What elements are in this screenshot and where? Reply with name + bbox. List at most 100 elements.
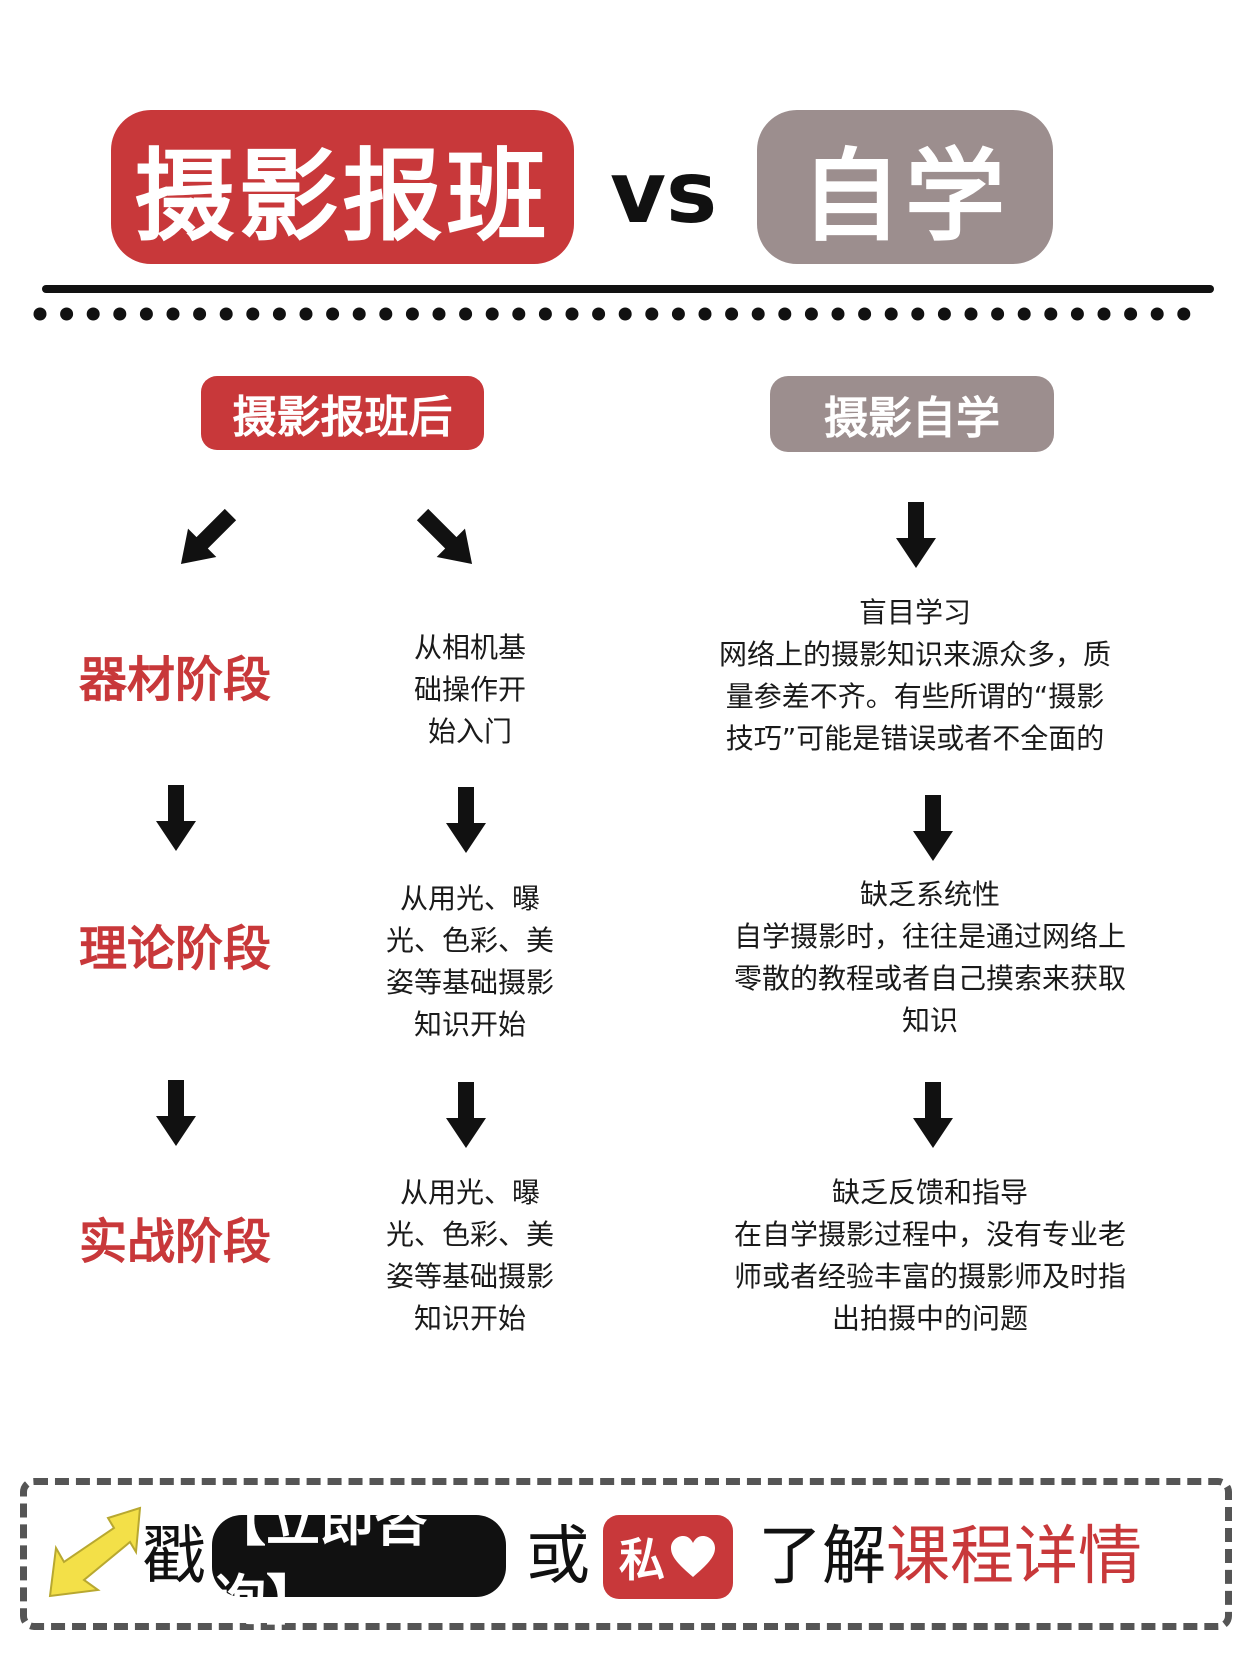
lack-of-system-line: 零散的教程或者自己摸索来获取: [733, 962, 1126, 995]
divider-dot: [512, 307, 526, 321]
divider-dot: [272, 307, 286, 321]
lack-of-system-line: 缺乏系统性: [859, 878, 1000, 911]
header-divider: [42, 285, 1214, 293]
consult-now-button[interactable]: 【立即咨询】: [212, 1490, 506, 1632]
heart-icon: [671, 1536, 715, 1577]
footer-prefix: 戳: [142, 1520, 206, 1594]
lack-of-system-line: 知识: [901, 1004, 958, 1037]
divider-dot: [1150, 307, 1164, 321]
practice-description-line: 知识开始: [413, 1302, 526, 1335]
divider-dot: [352, 307, 366, 321]
divider-dot: [538, 307, 552, 321]
divider-dot: [671, 307, 685, 321]
label-self-study: 摄影自学: [770, 376, 1054, 452]
title-self-study: 自学: [757, 110, 1053, 264]
divider-dot: [379, 307, 393, 321]
blind-learning-line: 技巧”可能是错误或者不全面的: [725, 722, 1105, 755]
blind-learning-block: 盲目学习 网络上的摄影知识来源众多，质 量参差不齐。有些所谓的“摄影 技巧”可能…: [680, 592, 1150, 760]
divider-dot: [485, 307, 499, 321]
arrow-down-icon: [913, 1082, 953, 1148]
lack-of-feedback-line: 在自学摄影过程中，没有专业老: [733, 1218, 1126, 1251]
arrow-down-icon: [896, 502, 936, 568]
divider-dot: [60, 307, 74, 321]
lack-of-system-line: 自学摄影时，往往是通过网络上: [733, 920, 1126, 953]
divider-dot: [858, 307, 872, 321]
divider-dot: [1044, 307, 1058, 321]
divider-dot: [1097, 307, 1111, 321]
divider-dot: [592, 307, 606, 321]
divider-dot: [618, 307, 632, 321]
theory-description-line: 姿等基础摄影: [385, 966, 554, 999]
divider-dot: [1017, 307, 1031, 321]
divider-dot: [86, 307, 100, 321]
stage-equipment: 器材阶段: [78, 652, 271, 708]
practice-description-line: 姿等基础摄影: [385, 1260, 554, 1293]
divider-dot: [831, 307, 845, 321]
divider-dot: [751, 307, 765, 321]
lack-of-feedback-line: 出拍摄中的问题: [831, 1302, 1028, 1335]
equipment-description-line: 从相机基: [413, 631, 526, 664]
lack-of-system-block: 缺乏系统性 自学摄影时，往往是通过网络上 零散的教程或者自己摸索来获取 知识: [695, 874, 1165, 1042]
blind-learning-line: 量参差不齐。有些所谓的“摄影: [725, 680, 1105, 713]
equipment-description-line: 础操作开: [413, 673, 526, 706]
divider-dot: [725, 307, 739, 321]
divider-dot: [964, 307, 978, 321]
divider-dot: [193, 307, 207, 321]
divider-dot: [911, 307, 925, 321]
practice-description: 从用光、曝 光、色彩、美 姿等基础摄影 知识开始: [370, 1172, 570, 1340]
consult-now-label: 【立即咨询】: [212, 1490, 428, 1632]
divider-dot: [299, 307, 313, 321]
divider-dot: [565, 307, 579, 321]
stage-practice: 实战阶段: [78, 1214, 271, 1270]
divider-dot: [698, 307, 712, 321]
stage-theory: 理论阶段: [78, 921, 271, 977]
practice-description-line: 从用光、曝: [399, 1176, 540, 1209]
divider-dot: [645, 307, 659, 321]
divider-dot: [139, 307, 153, 321]
blind-learning-line: 盲目学习: [858, 596, 971, 629]
lack-of-feedback-line: 师或者经验丰富的摄影师及时指: [733, 1260, 1126, 1293]
arrow-down-icon: [446, 787, 486, 853]
footer-cta-box[interactable]: [20, 1478, 1232, 1630]
arrow-down-icon: [156, 1080, 196, 1146]
label-after-class: 摄影报班后: [201, 376, 484, 450]
label-self-study-text: 摄影自学: [824, 393, 1000, 444]
divider-dot: [405, 307, 419, 321]
blind-learning-line: 网络上的摄影知识来源众多，质: [718, 638, 1111, 671]
arrow-down-icon: [156, 785, 196, 851]
theory-description-line: 知识开始: [413, 1008, 526, 1041]
theory-description-line: 从用光、曝: [399, 882, 540, 915]
divider-dot: [33, 307, 47, 321]
divider-dot: [246, 307, 260, 321]
theory-description-line: 光、色彩、美: [385, 924, 554, 957]
footer-or: 或: [526, 1520, 590, 1594]
arrow-down-icon: [446, 1082, 486, 1148]
footer-learn: 了解: [758, 1520, 886, 1594]
label-after-class-text: 摄影报班后: [232, 392, 453, 443]
footer-course-details: 课程详情: [886, 1520, 1142, 1594]
arrow-down-right-icon: [416, 508, 473, 565]
title-photography-class: 摄影报班: [111, 110, 574, 264]
lack-of-feedback-block: 缺乏反馈和指导 在自学摄影过程中，没有专业老 师或者经验丰富的摄影师及时指 出拍…: [695, 1172, 1165, 1340]
divider-dot: [459, 307, 473, 321]
divider-dot: [804, 307, 818, 321]
pointer-arrow-icon: [48, 1506, 142, 1598]
dotted-divider: [33, 307, 1191, 321]
equipment-description: 从相机基 础操作开 始入门: [370, 627, 570, 753]
private-message-button[interactable]: 私: [603, 1515, 733, 1599]
theory-description: 从用光、曝 光、色彩、美 姿等基础摄影 知识开始: [370, 878, 570, 1046]
divider-dot: [166, 307, 180, 321]
divider-dot: [1177, 307, 1191, 321]
divider-dot: [937, 307, 951, 321]
divider-dot: [1124, 307, 1138, 321]
divider-dot: [113, 307, 127, 321]
practice-description-line: 光、色彩、美: [385, 1218, 554, 1251]
title-photography-class-text: 摄影报班: [134, 137, 551, 255]
equipment-description-line: 始入门: [427, 715, 512, 748]
divider-dot: [991, 307, 1005, 321]
divider-dot: [884, 307, 898, 321]
divider-dot: [778, 307, 792, 321]
divider-dot: [219, 307, 233, 321]
divider-dot: [326, 307, 340, 321]
arrow-down-icon: [913, 795, 953, 861]
